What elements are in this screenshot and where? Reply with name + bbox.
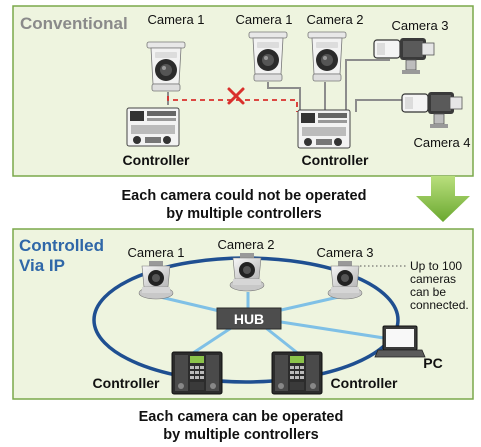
- ip-controller-label-right: Controller: [331, 375, 398, 391]
- camera-1-icon: [146, 41, 186, 92]
- ip-camera-label-3: Camera 3: [316, 245, 373, 260]
- middle-caption-line2: by multiple controllers: [166, 206, 322, 222]
- annotation-line4: connected.: [410, 298, 469, 312]
- ip-controller-label-left: Controller: [93, 375, 160, 391]
- ip-controller-left-icon: [171, 351, 223, 395]
- hub-links: [155, 292, 385, 357]
- x-mark-icon: [227, 87, 245, 105]
- top-camera-label-1b: Camera 1: [235, 12, 292, 27]
- hub-box: [216, 307, 282, 330]
- top-camera-label-4: Camera 4: [413, 135, 470, 150]
- top-camera-label-3: Camera 3: [391, 18, 448, 33]
- ip-camera-2-icon: [229, 252, 265, 292]
- pc-icon: [374, 325, 426, 358]
- conventional-title: Conventional: [20, 14, 128, 33]
- controlled-title-line1: Controlled: [19, 236, 104, 255]
- top-camera-label-2: Camera 2: [306, 12, 363, 27]
- middle-caption-line1: Each camera could not be operated: [122, 188, 367, 204]
- top-controller-label-right: Controller: [302, 152, 369, 168]
- ip-controller-right-icon: [271, 351, 323, 395]
- down-arrow-icon: [416, 176, 470, 222]
- camera-1b-icon: [248, 31, 288, 82]
- ip-camera-label-1: Camera 1: [127, 245, 184, 260]
- annotation-line2: cameras: [410, 272, 456, 286]
- blocked-link: [167, 96, 298, 112]
- top-controller-label-left: Controller: [123, 152, 190, 168]
- annotation-line3: can be: [410, 285, 446, 299]
- ip-camera-3-icon: [327, 260, 363, 300]
- annotation-line1: Up to 100: [410, 259, 462, 273]
- ip-camera-1-icon: [138, 260, 174, 300]
- hub-label: HUB: [234, 311, 264, 327]
- pc-label: PC: [423, 355, 442, 371]
- top-camera-label-1: Camera 1: [147, 12, 204, 27]
- controller-right-icon: [297, 109, 351, 149]
- controlled-title-line2: Via IP: [19, 256, 65, 275]
- bottom-caption-line1: Each camera can be operated: [139, 409, 344, 425]
- camera-cables: [167, 59, 418, 112]
- controller-left-icon: [126, 107, 180, 147]
- bottom-caption-line2: by multiple controllers: [163, 427, 319, 443]
- ip-camera-label-2: Camera 2: [217, 237, 274, 252]
- camera-2-icon: [307, 31, 347, 82]
